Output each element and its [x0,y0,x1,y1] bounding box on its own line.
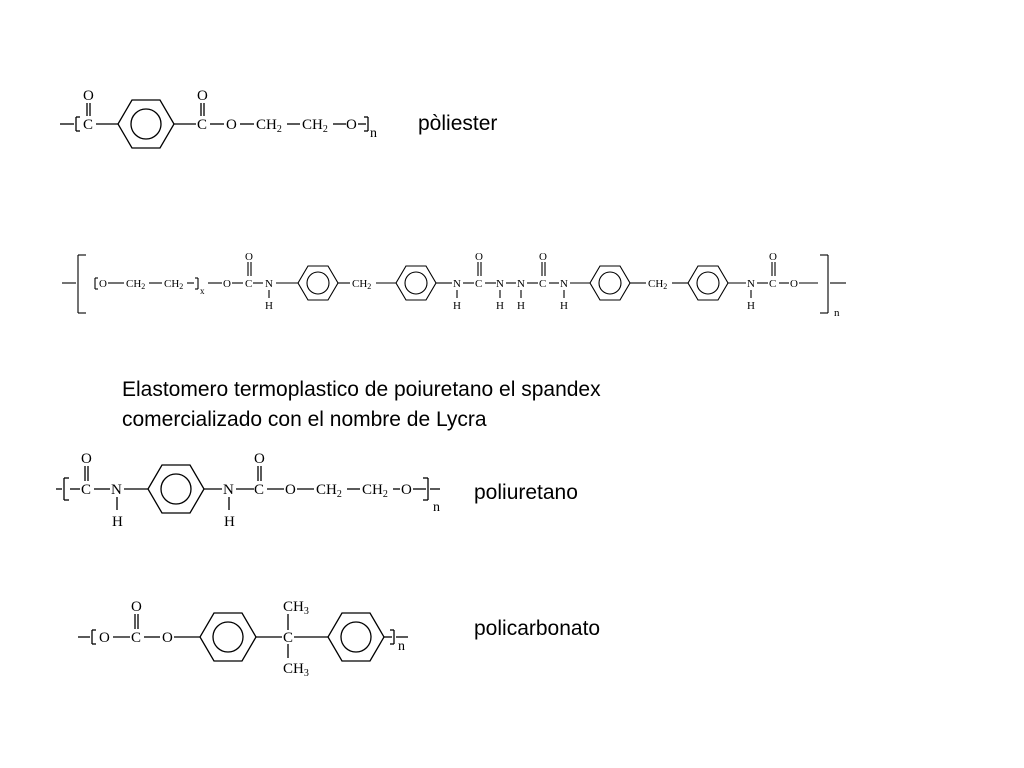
atom-label: H [517,300,525,312]
atom-label: N [517,278,525,290]
repeat-subscript: x [200,286,205,296]
repeat-subscript: n [834,307,840,319]
atom-label: CH2 [256,117,282,135]
atom-label: CH2 [362,482,388,500]
atom-label: N [453,278,461,290]
atom-label: CH2 [302,117,328,135]
atom-label: C [81,482,91,498]
atom-label: O [254,451,265,467]
atom-label: O [539,251,547,263]
atom-label: O [226,117,237,133]
atom-label: N [111,482,122,498]
atom-label: O [197,88,208,104]
atom-label: N [496,278,504,290]
atom-label: O [769,251,777,263]
atom-label: N [223,482,234,498]
spandex-caption: Elastomero termoplastico de poiuretano e… [122,375,601,435]
atom-label: O [223,278,231,290]
atom-label: CH2 [352,278,371,291]
policarbonato-label: policarbonato [474,617,601,640]
atom-label: O [346,117,357,133]
atom-label: O [285,482,296,498]
repeat-subscript: n [370,126,377,141]
atom-label: C [475,278,482,290]
atom-label: O [790,278,798,290]
atom-label: C [83,117,93,133]
atom-label: CH3 [283,599,309,617]
atom-label: O [475,251,483,263]
atom-label: O [81,451,92,467]
caption-line-2: comercializado con el nombre de Lycra [122,408,487,431]
atom-label: CH3 [283,661,309,679]
repeat-subscript: n [398,639,405,654]
atom-label: C [245,278,252,290]
atom-label: H [112,514,123,530]
atom-label: C [283,630,293,646]
atom-label: H [265,300,273,312]
poliuretano-label: poliuretano [474,481,578,504]
atom-label: CH2 [316,482,342,500]
atom-label: O [162,630,173,646]
atom-label: C [197,117,207,133]
atom-label: N [747,278,755,290]
repeat-subscript: n [433,500,440,515]
atom-label: CH2 [126,278,145,291]
atom-label: H [453,300,461,312]
atom-label: O [99,278,107,290]
atom-label: O [245,251,253,263]
atom-label: CH2 [648,278,667,291]
atom-label: C [769,278,776,290]
atom-label: O [401,482,412,498]
atom-label: C [254,482,264,498]
atom-label: O [131,599,142,615]
atom-label: O [83,88,94,104]
atom-label: C [539,278,546,290]
atom-label: H [560,300,568,312]
atom-label: CH2 [164,278,183,291]
atom-label: H [747,300,755,312]
atom-label: H [496,300,504,312]
atom-label: C [131,630,141,646]
atom-label: H [224,514,235,530]
atom-label: N [560,278,568,290]
poliester-label: pòliester [418,112,498,135]
atom-label: N [265,278,273,290]
caption-line-1: Elastomero termoplastico de poiuretano e… [122,378,601,401]
atom-label: O [99,630,110,646]
